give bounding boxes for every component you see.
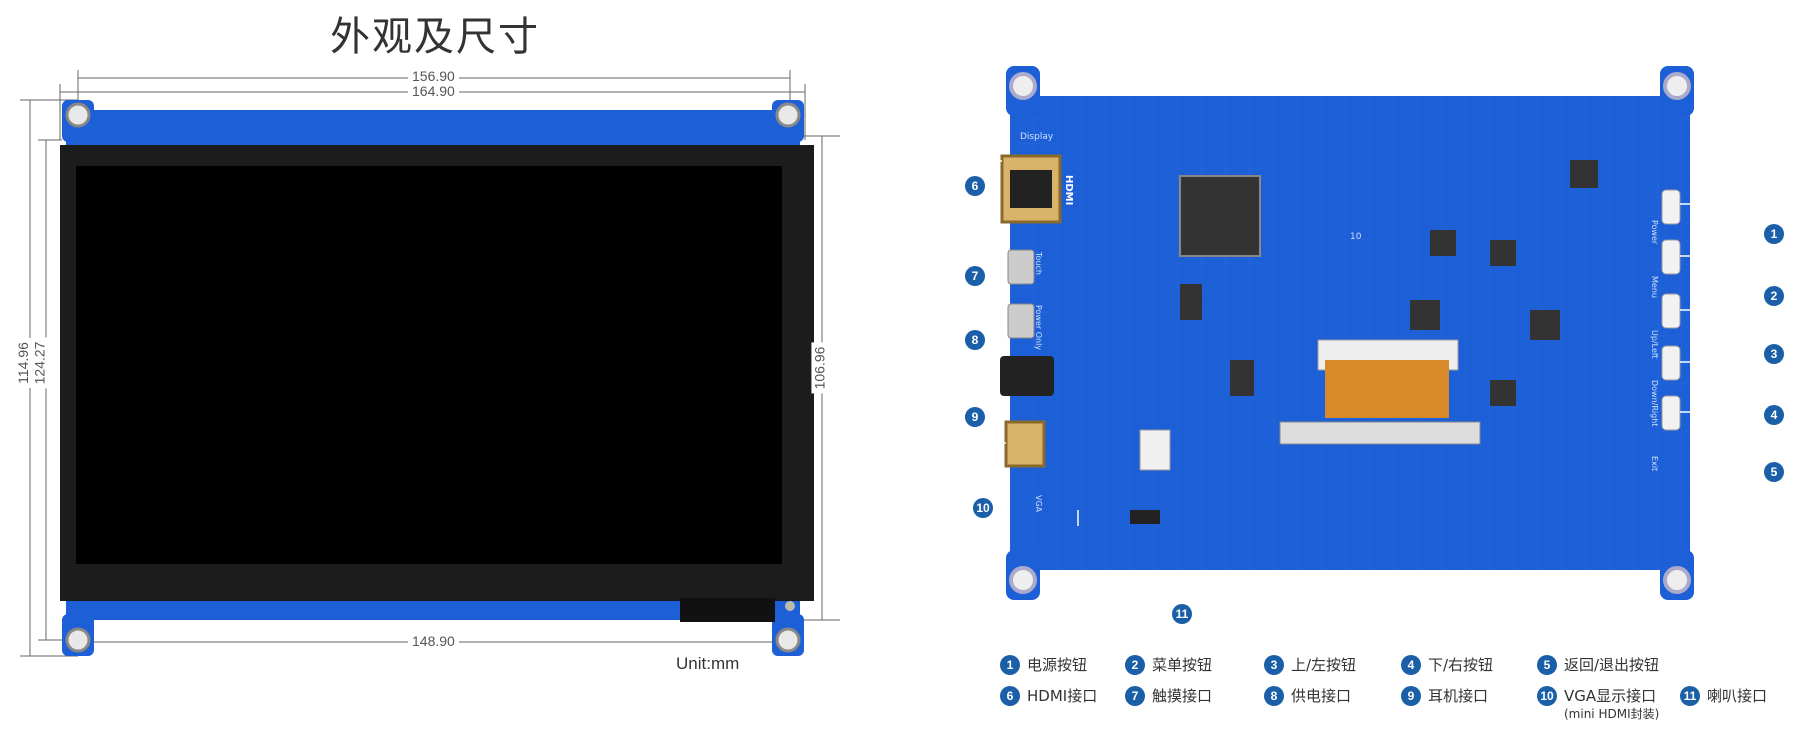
front-view-diagram <box>20 70 840 657</box>
legend-badge: 4 <box>1401 655 1421 675</box>
legend-badge: 1 <box>1000 655 1020 675</box>
legend-label: HDMI接口 <box>1027 687 1098 705</box>
label-power-btn: Power <box>1650 220 1659 245</box>
legend-badge: 9 <box>1401 686 1421 706</box>
side-buttons <box>1661 189 1681 431</box>
dim-top-inner: 156.90 <box>408 68 459 84</box>
vga-port <box>1004 420 1046 468</box>
callout-9: 9 <box>965 407 985 427</box>
dim-right: 106.96 <box>811 342 828 394</box>
label-menu-btn: Menu <box>1650 276 1659 298</box>
callout-10: 10 <box>973 498 993 518</box>
legend-label: 返回/退出按钮 <box>1564 656 1660 674</box>
legend-item-10: 10 VGA显示接口 (mini HDMI封装) <box>1537 686 1659 722</box>
legend-item-5: 5 返回/退出按钮 <box>1537 655 1659 675</box>
legend-badge: 7 <box>1125 686 1145 706</box>
legend-item-11: 11 喇叭接口 <box>1680 686 1767 706</box>
label-down-right-btn: Down/Right <box>1650 380 1659 427</box>
legend-item-3: 3 上/左按钮 <box>1264 655 1356 675</box>
small-ics <box>1180 160 1598 406</box>
back-view-diagram <box>972 66 1702 600</box>
callout-11: 11 <box>1172 604 1192 624</box>
legend-item-9: 9 耳机接口 <box>1401 686 1488 706</box>
dim-bottom: 148.90 <box>408 633 459 649</box>
legend-label: 触摸接口 <box>1152 687 1213 705</box>
speaker-terminal <box>1130 510 1160 524</box>
speaker-connector <box>1139 429 1171 471</box>
callout-8: 8 <box>965 330 985 350</box>
callout-1: 1 <box>1764 224 1784 244</box>
legend-badge: 10 <box>1537 686 1557 706</box>
main-chip <box>1179 175 1261 257</box>
led-indicator <box>785 601 795 611</box>
legend-badge: 5 <box>1537 655 1557 675</box>
callout-7: 7 <box>965 266 985 286</box>
callout-6: 6 <box>965 176 985 196</box>
page-title: 外观及尺寸 <box>330 14 540 60</box>
label-hdmi: HDMI <box>1063 175 1074 206</box>
dim-top-outer: 164.90 <box>408 83 459 99</box>
legend-label: 电源按钮 <box>1027 656 1088 674</box>
fpc-clip <box>1279 421 1481 445</box>
touch-usb-port <box>1007 249 1035 285</box>
power-usb-port <box>1007 303 1035 339</box>
legend-badge: 11 <box>1680 686 1700 706</box>
legend-label: 上/左按钮 <box>1291 656 1357 674</box>
callout-4: 4 <box>1764 405 1784 425</box>
legend-item-4: 4 下/右按钮 <box>1401 655 1493 675</box>
legend-label: VGA显示接口 <box>1564 687 1657 705</box>
audio-jack <box>1000 356 1054 396</box>
legend-item-1: 1 电源按钮 <box>1000 655 1087 675</box>
legend-label: 菜单按钮 <box>1152 656 1213 674</box>
fpc-cable <box>1325 360 1449 418</box>
fpc-connector <box>680 598 775 622</box>
display-screen <box>76 166 782 564</box>
pcb-mounting-holes <box>1006 66 1694 600</box>
legend-item-7: 7 触摸接口 <box>1125 686 1212 706</box>
legend-badge: 2 <box>1125 655 1145 675</box>
callout-2: 2 <box>1764 286 1784 306</box>
legend-item-6: 6 HDMI接口 <box>1000 686 1097 706</box>
legend-badge: 8 <box>1264 686 1284 706</box>
callout-3: 3 <box>1764 344 1784 364</box>
legend-item-8: 8 供电接口 <box>1264 686 1351 706</box>
legend-label: 供电接口 <box>1291 687 1352 705</box>
label-vga: VGA <box>1034 495 1043 513</box>
callout-leaders <box>972 160 1702 526</box>
label-up-left-btn: Up/Left <box>1650 330 1659 359</box>
unit-label: Unit:mm <box>676 654 740 673</box>
label-power-only: Power Only <box>1034 305 1043 351</box>
label-exit-btn: Exit <box>1650 456 1659 472</box>
legend-label: 喇叭接口 <box>1707 687 1768 705</box>
legend-badge: 6 <box>1000 686 1020 706</box>
label-chip-ref: 10 <box>1350 232 1362 242</box>
dim-left-inner: 124.27 <box>31 337 48 389</box>
legend-badge: 3 <box>1264 655 1284 675</box>
legend-item-2: 2 菜单按钮 <box>1125 655 1212 675</box>
dim-left-outer: 114.96 <box>14 338 31 388</box>
legend-label: 下/右按钮 <box>1428 656 1494 674</box>
legend-sublabel: (mini HDMI封装) <box>1564 707 1660 721</box>
label-display: Display <box>1020 132 1054 142</box>
callout-5: 5 <box>1764 462 1784 482</box>
legend-label: 耳机接口 <box>1428 687 1489 705</box>
mounting-tabs <box>62 100 804 656</box>
label-touch: Touch <box>1034 252 1043 275</box>
